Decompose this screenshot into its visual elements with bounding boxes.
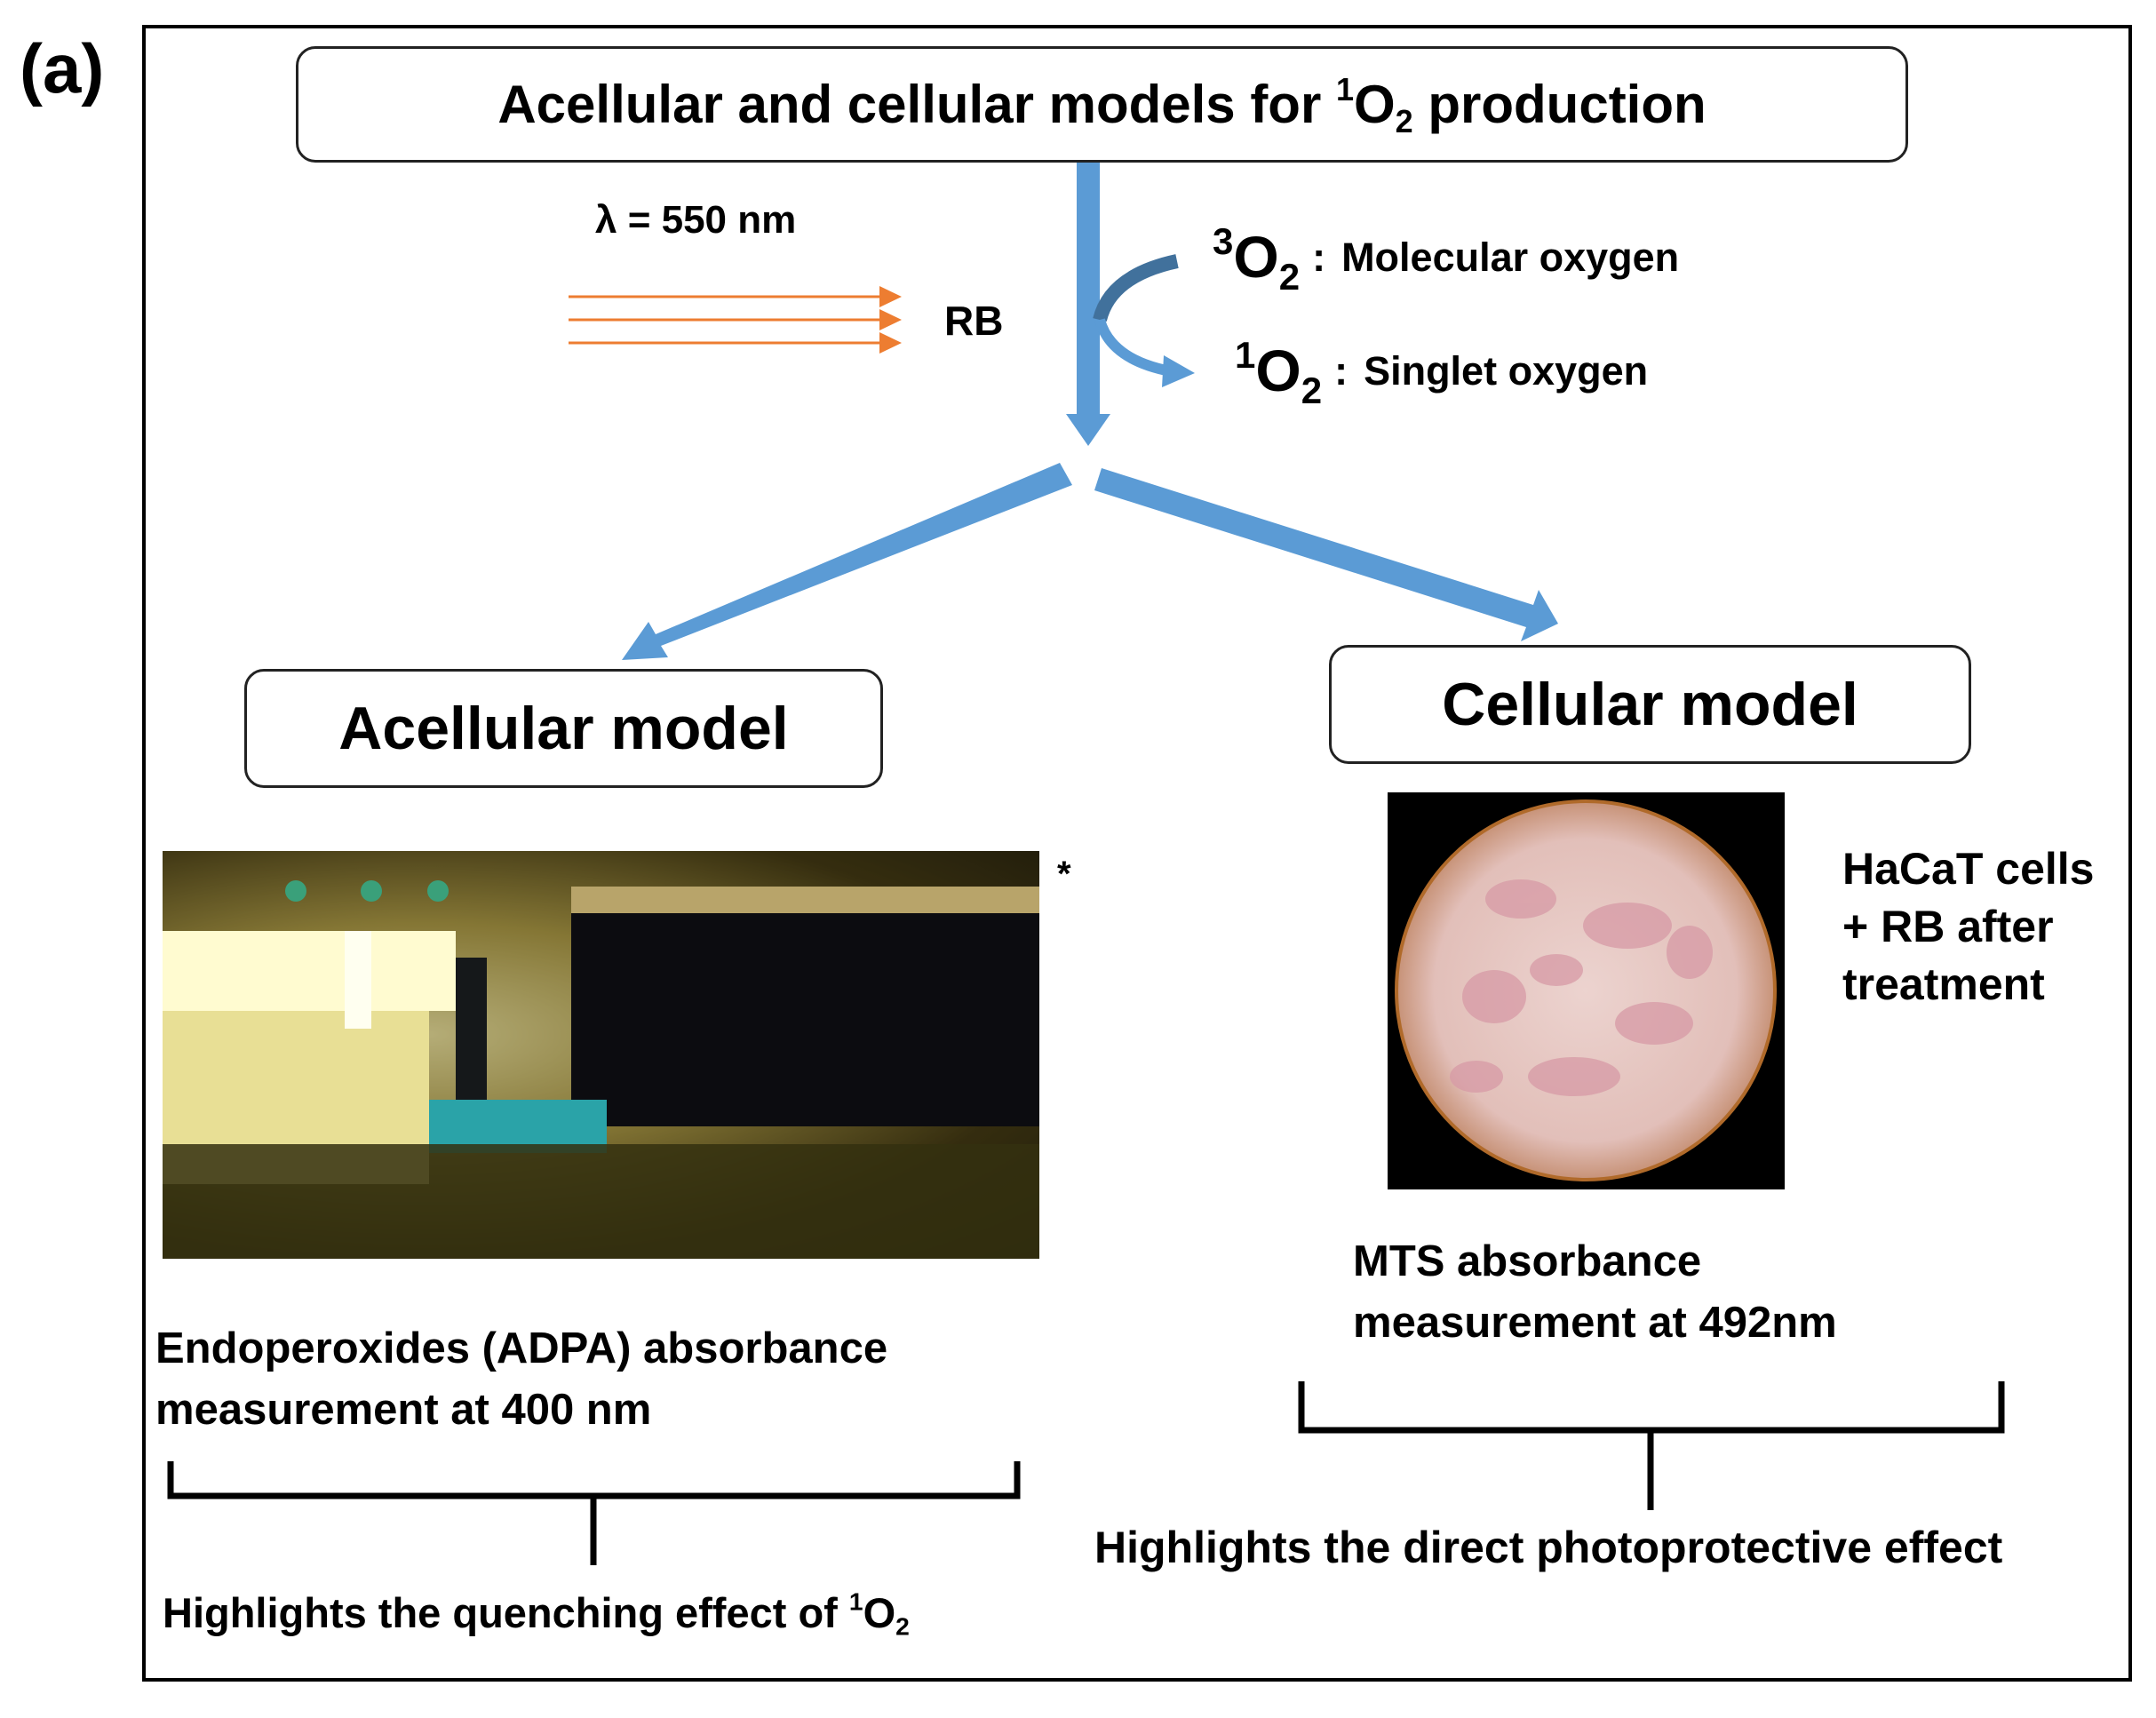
title-text: Acellular and cellular models for 1O2 pr…: [497, 70, 1707, 139]
acellular-brace: [167, 1461, 1021, 1565]
photo-mark: *: [1057, 855, 1071, 894]
cellular-highlight: Highlights the direct photoprotective ef…: [1094, 1523, 2003, 1572]
spectrophotometer-photo: [163, 851, 1039, 1259]
light-ray-head: [879, 286, 902, 307]
acellular-model-box: Acellular model: [244, 669, 883, 788]
light-ray-head: [879, 309, 902, 330]
oxygen-conversion-arrow-bottom: [1094, 318, 1173, 377]
acellular-model-title: Acellular model: [338, 695, 789, 762]
acellular-highlight: Highlights the quenching effect of 1O2: [163, 1587, 910, 1641]
right-branch-arrow: [1094, 468, 1558, 641]
singlet-oxygen-formula: 1O2: [1235, 334, 1323, 411]
title-box: Acellular and cellular models for 1O2 pr…: [296, 46, 1908, 163]
left-branch-arrow: [622, 463, 1072, 660]
singlet-oxygen-label: 1O2 : Singlet oxygen: [1235, 334, 1649, 411]
light-rays: [569, 295, 897, 345]
figure-frame: [142, 25, 2132, 1682]
light-ray-head: [879, 332, 902, 354]
microscopy-illustration: [1388, 792, 1785, 1189]
triplet-oxygen-label: 3O2 : Molecular oxygen: [1213, 220, 1680, 298]
microscopy-photo: [1388, 792, 1785, 1189]
main-flow-arrow-shaft: [1077, 163, 1100, 416]
cellular-model-title: Cellular model: [1442, 671, 1858, 738]
panel-label: (a): [20, 29, 105, 107]
photosensitizer-label: RB: [944, 298, 1004, 344]
oxygen-conversion-arrow-top: [1093, 254, 1179, 322]
cellular-measurement: MTS absorbance measurement at 492nm: [1353, 1237, 1837, 1347]
oxygen-conversion-arrow-head: [1162, 355, 1195, 387]
acellular-measurement: Endoperoxides (ADPA) absorbance measurem…: [155, 1324, 888, 1434]
cell-photo-caption: HaCaT cells + RB after treatment: [1842, 844, 2095, 1009]
triplet-oxygen-formula: 3O2: [1213, 220, 1301, 298]
cellular-brace: [1298, 1381, 2005, 1510]
spectrophotometer-illustration: [163, 851, 1039, 1259]
wavelength-label: λ = 550 nm: [595, 198, 797, 242]
main-flow-arrow-head: [1066, 414, 1110, 446]
singlet-oxygen-desc: Singlet oxygen: [1364, 347, 1649, 394]
cellular-model-box: Cellular model: [1329, 645, 1971, 764]
triplet-oxygen-desc: Molecular oxygen: [1341, 234, 1680, 280]
